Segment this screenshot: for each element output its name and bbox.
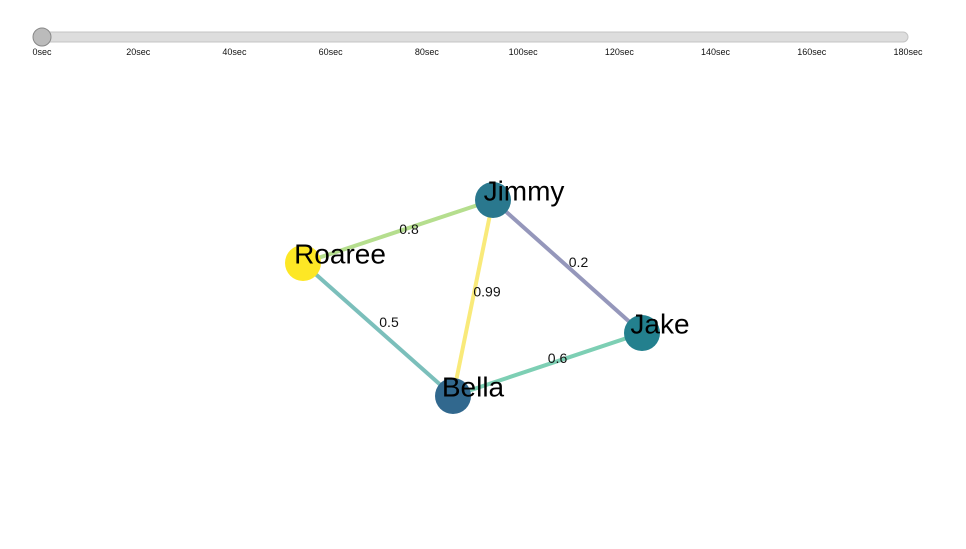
slider-ticks: 0sec 20sec 40sec 60sec 80sec 100sec 120sec 140s…	[32, 47, 923, 57]
slider-tick-label: 80sec	[415, 47, 440, 57]
edge-jimmy-bella	[451, 199, 495, 397]
node-roaree[interactable]	[285, 245, 321, 281]
slider-tick-label: 160sec	[797, 47, 827, 57]
edges-layer: 0.8 0.2 0.99 0.5 0.6	[301, 198, 644, 398]
node-label-jimmy: Jimmy	[484, 175, 565, 206]
slider-tick-label: 100sec	[509, 47, 539, 57]
node-jake[interactable]	[624, 315, 660, 351]
time-slider[interactable]: 0sec 20sec 40sec 60sec 80sec 100sec 120sec 140s…	[0, 0, 966, 70]
slider-tick-label: 0sec	[32, 47, 52, 57]
edge-roaree-jimmy	[302, 198, 494, 265]
edge-weight-label: 0.99	[473, 284, 500, 300]
edge-bella-jake	[452, 331, 643, 398]
edge-weight-label: 0.5	[379, 314, 399, 330]
slider-tick-label: 180sec	[893, 47, 923, 57]
edge-roaree-bella	[301, 261, 455, 398]
edge-weight-label: 0.8	[399, 221, 419, 237]
slider-tick-label: 20sec	[126, 47, 151, 57]
slider-handle[interactable]	[32, 27, 52, 47]
node-label-bella: Bella	[442, 371, 505, 402]
edge-weight-label: 0.6	[548, 350, 568, 366]
slider-track[interactable]	[41, 31, 909, 43]
node-label-jake: Jake	[630, 308, 689, 339]
slider-tick-label: 120sec	[605, 47, 635, 57]
slider-tick-label: 60sec	[319, 47, 344, 57]
slider-tick-label: 40sec	[222, 47, 247, 57]
node-label-roaree: Roaree	[294, 238, 386, 269]
slider-tick-label: 140sec	[701, 47, 731, 57]
node-bella[interactable]	[435, 378, 471, 414]
edge-jimmy-jake	[491, 198, 644, 335]
edge-weight-label: 0.2	[569, 254, 589, 270]
node-jimmy[interactable]	[475, 182, 511, 218]
